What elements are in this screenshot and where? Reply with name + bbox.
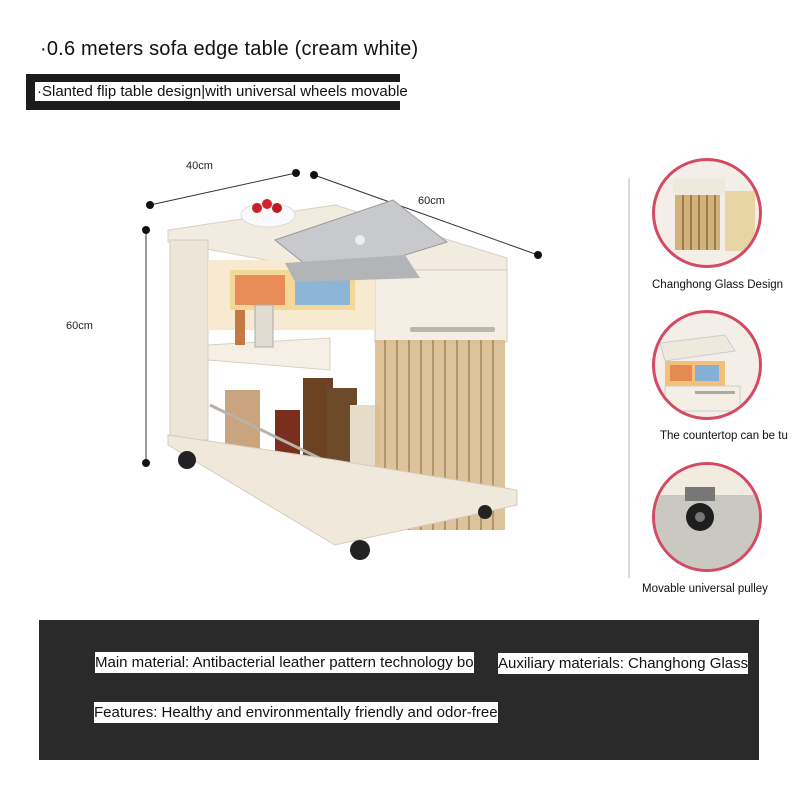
glass-detail-icon xyxy=(652,158,762,268)
caster-wheel-detail-icon xyxy=(652,462,762,572)
flip-top-detail-icon xyxy=(652,310,762,420)
height-dimension-label: 60cm xyxy=(66,320,93,332)
product-title: ·0.6 meters sofa edge table (cream white… xyxy=(40,38,419,60)
subtitle-text: ·Slanted flip table design|with universa… xyxy=(35,82,410,101)
main-material-text: Main material: Antibacterial leather pat… xyxy=(95,652,474,673)
width-dimension-label: 40cm xyxy=(186,160,213,172)
callout-caption: The countertop can be tu xyxy=(660,430,788,442)
auxiliary-material-text: Auxiliary materials: Changhong Glass xyxy=(498,653,749,674)
depth-dimension-label: 60cm xyxy=(418,195,445,207)
features-text: Features: Healthy and environmentally fr… xyxy=(94,702,498,723)
features-panel xyxy=(39,620,759,760)
divider-line xyxy=(628,178,630,578)
callout-caption: Movable universal pulley xyxy=(642,583,768,595)
sofa-side-table-illustration xyxy=(167,199,518,560)
callout-caption: Changhong Glass Design xyxy=(652,279,784,291)
